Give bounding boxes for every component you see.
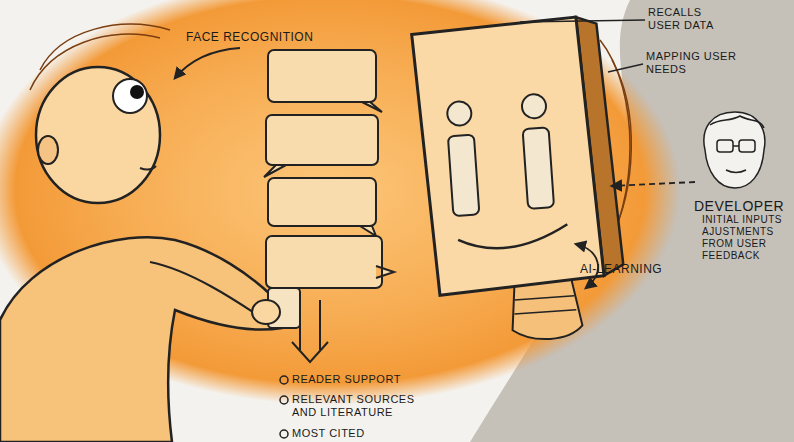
person-arm [150,262,262,318]
face-recognition-arrow [175,48,240,78]
developer-face [704,112,765,188]
list-item: MOST CITED [292,427,442,440]
down-arrow [292,300,328,362]
person-body [0,237,282,442]
ai-learning-label: AI-LEARNING [580,262,680,276]
speech-bubbles [264,50,394,288]
developer-note: INITIAL INPUTS AJUSTMENTS FROM USER FEED… [702,214,794,262]
list-bullet [280,376,288,438]
hand [252,300,280,324]
list-item: RELEVANT SOURCES AND LITERATURE [292,393,442,419]
leader-line [520,20,645,22]
callout-label: RECALLS USER DATA [648,6,730,32]
list-item: READER SUPPORT [292,373,442,386]
developer-label: DEVELOPER [694,198,794,214]
developer-arrow [612,182,695,186]
callout-label: MAPPING USER NEEDS [646,50,738,76]
person-pupil [130,85,144,99]
person-mouth [140,166,156,170]
computer [411,15,628,347]
person-eye [113,79,147,113]
person-head [36,67,160,203]
person-ear [38,136,58,164]
face-recognition-label: FACE RECOGNITION [186,30,326,44]
leader-line [608,64,643,72]
